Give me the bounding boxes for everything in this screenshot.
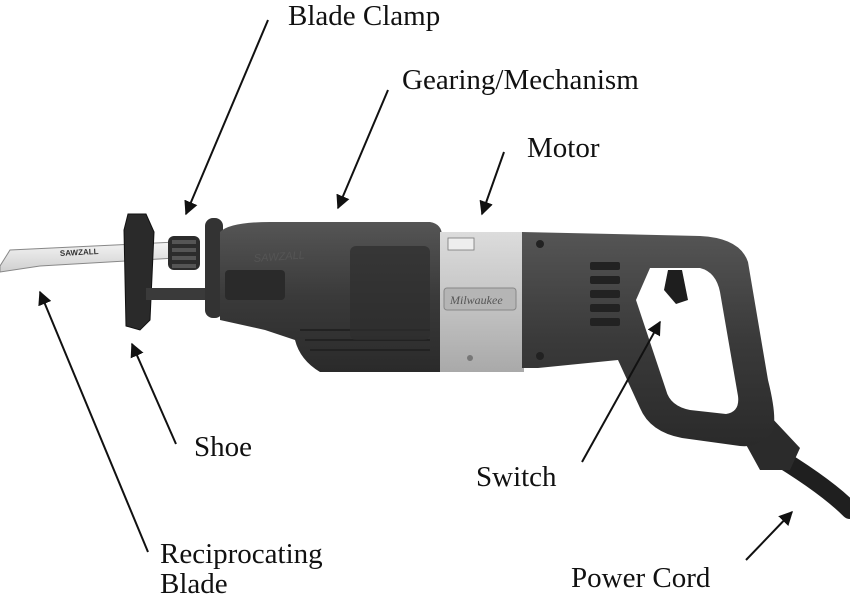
arrow-switch	[581, 320, 661, 463]
vent-grille	[590, 262, 620, 326]
arrow-blade	[38, 290, 149, 553]
label-power-cord: Power Cord	[571, 562, 711, 594]
shoe-bar	[146, 288, 218, 300]
handle-opening	[636, 268, 739, 414]
label-blade-clamp: Blade Clamp	[288, 0, 441, 32]
arrow-gearing	[336, 89, 389, 210]
brand-logo: Milwaukee	[449, 293, 503, 307]
label-blade-line2: Blade	[160, 568, 228, 601]
arrow-shoe	[130, 342, 177, 445]
motor-housing	[522, 232, 775, 447]
label-reciprocating-blade: Reciprocating Blade	[160, 539, 323, 600]
arrow-power-cord	[745, 510, 793, 561]
model-name: SAWZALL	[253, 249, 305, 265]
label-shoe: Shoe	[194, 431, 252, 463]
blade-print: SAWZALL	[60, 247, 99, 258]
front-guard	[205, 218, 223, 318]
shoe	[123, 213, 155, 331]
trigger-switch	[664, 270, 688, 304]
arrow-motor	[479, 151, 505, 216]
blade-clamp	[168, 236, 200, 270]
label-motor: Motor	[527, 132, 600, 164]
label-blade-line1: Reciprocating	[160, 538, 323, 570]
label-gearing-mechanism: Gearing/Mechanism	[402, 64, 639, 96]
label-switch: Switch	[476, 461, 557, 493]
arrow-blade-clamp	[184, 19, 269, 216]
